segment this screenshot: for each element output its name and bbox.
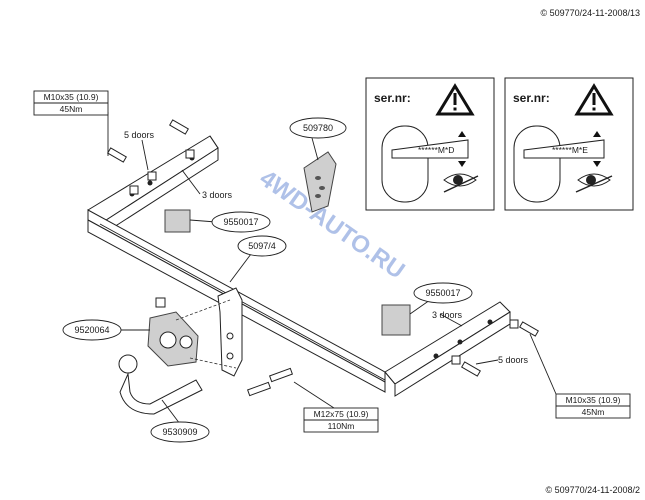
part-callout-9550017-right: 9550017 <box>413 282 473 304</box>
copyright-bottom: © 509770/24-11-2008/2 <box>545 485 640 495</box>
door-label-right-5: 5 doors <box>498 355 529 365</box>
serial-code-2: ******M*E <box>552 145 588 155</box>
bolt-spec-center: M12x75 (10.9) 110Nm <box>303 407 379 433</box>
svg-text:9530909: 9530909 <box>162 427 197 437</box>
svg-text:110Nm: 110Nm <box>328 421 355 431</box>
part-callout-5097-4: 5097/4 <box>237 235 287 257</box>
nut-icon <box>155 297 166 308</box>
nut-icon <box>129 185 139 195</box>
door-label-right-3: 3 doors <box>432 310 463 320</box>
nut-icon <box>509 319 519 329</box>
part-callout-9530909: 9530909 <box>150 421 210 443</box>
part-callout-9520064: 9520064 <box>62 319 122 341</box>
door-label-left-5: 5 doors <box>124 130 155 140</box>
spacer-right <box>381 304 411 336</box>
ball-holder <box>147 311 199 367</box>
bolt-spec-right: M10x35 (10.9) 45Nm <box>555 393 631 419</box>
serial-code-1: ******M*D <box>418 145 454 155</box>
svg-text:509780: 509780 <box>303 123 333 133</box>
nut-icon <box>185 149 195 159</box>
bracket-plate <box>303 151 337 213</box>
svg-text:M10x35 (10.9): M10x35 (10.9) <box>44 92 99 102</box>
bolt-spec-left: M10x35 (10.9) 45Nm <box>33 90 109 116</box>
warning-triangle-icon <box>435 83 475 116</box>
svg-text:45Nm: 45Nm <box>582 407 605 417</box>
serial-label-1: ser.nr: <box>374 91 411 105</box>
spacer-left <box>164 209 191 233</box>
svg-text:9550017: 9550017 <box>223 217 258 227</box>
bolts-left <box>107 119 195 195</box>
serial-label-2: ser.nr: <box>513 91 550 105</box>
svg-text:9550017: 9550017 <box>425 288 460 298</box>
svg-text:45Nm: 45Nm <box>60 104 83 114</box>
svg-text:5097/4: 5097/4 <box>248 241 276 251</box>
towball <box>118 354 203 415</box>
svg-text:M12x75 (10.9): M12x75 (10.9) <box>314 409 369 419</box>
bolts-center <box>155 297 294 397</box>
part-callout-509780: 509780 <box>289 117 347 139</box>
eye-icon <box>443 173 479 193</box>
eye-icon <box>575 173 613 193</box>
door-label-left-3: 3 doors <box>202 190 233 200</box>
svg-text:9520064: 9520064 <box>74 325 109 335</box>
bolts-right <box>451 319 539 377</box>
copyright-top: © 509770/24-11-2008/13 <box>540 8 640 18</box>
serial-warning-panel-1: ser.nr: ******M*D <box>365 77 495 211</box>
nut-icon <box>147 171 157 181</box>
svg-text:M10x35 (10.9): M10x35 (10.9) <box>566 395 621 405</box>
part-callout-9550017-left: 9550017 <box>211 211 271 233</box>
warning-triangle-icon <box>574 83 614 116</box>
nut-icon <box>451 355 461 365</box>
center-bracket <box>217 287 243 377</box>
serial-warning-panel-2: ser.nr: ******M*E <box>504 77 634 211</box>
